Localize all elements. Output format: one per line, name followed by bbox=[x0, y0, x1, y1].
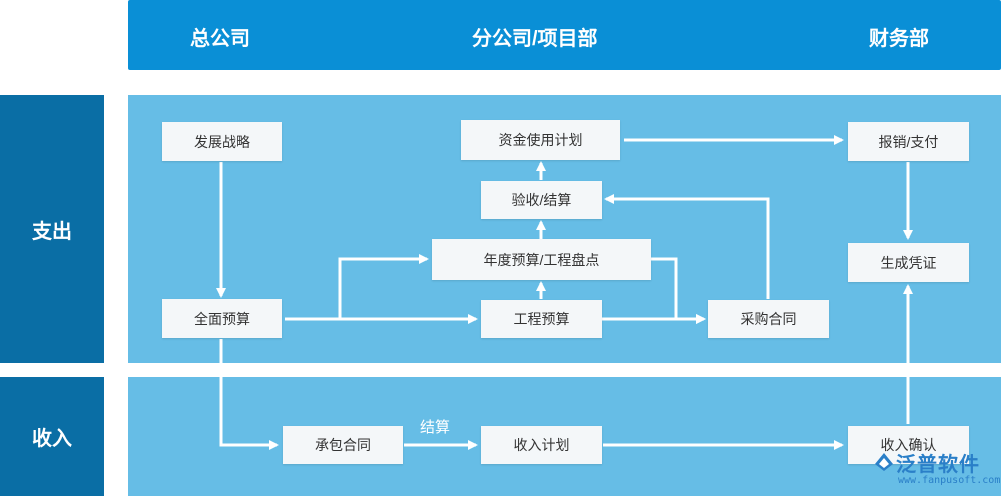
logo-url: www.fanpusoft.com bbox=[898, 475, 1001, 486]
node-reimburse-pay: 报销/支付 bbox=[848, 122, 969, 161]
node-purchase-contract: 采购合同 bbox=[708, 300, 829, 338]
lane-label-income: 收入 bbox=[0, 377, 104, 496]
node-accept-settle: 验收/结算 bbox=[481, 181, 602, 219]
arrow-budget-to-annual bbox=[338, 254, 429, 319]
edge-label-settle: 结算 bbox=[420, 419, 451, 436]
arrow-annual-to-purchase bbox=[651, 257, 706, 324]
node-voucher: 生成凭证 bbox=[848, 243, 969, 282]
brand-logo: 泛普软件 www.fanpusoft.com bbox=[872, 448, 1001, 492]
node-project-budget: 工程预算 bbox=[481, 300, 602, 338]
header-branch: 分公司/项目部 bbox=[472, 28, 598, 50]
logo-icon bbox=[875, 453, 893, 471]
logo-name: 泛普软件 bbox=[896, 454, 980, 476]
node-annual-budget: 年度预算/工程盘点 bbox=[432, 239, 651, 280]
node-dev-strategy: 发展战略 bbox=[162, 122, 282, 161]
header-band bbox=[128, 0, 1001, 70]
node-fund-plan: 资金使用计划 bbox=[461, 120, 620, 160]
node-income-plan: 收入计划 bbox=[481, 426, 602, 464]
lane-label-expense: 支出 bbox=[0, 95, 104, 363]
node-full-budget: 全面预算 bbox=[162, 299, 282, 338]
node-subcontract: 承包合同 bbox=[283, 426, 403, 464]
arrow-purchase-to-accept bbox=[604, 194, 770, 299]
header-hq: 总公司 bbox=[190, 28, 250, 50]
header-finance: 财务部 bbox=[869, 28, 929, 50]
arrow-budget-to-subcontract bbox=[219, 339, 279, 450]
node-income-confirm: 收入确认 bbox=[848, 426, 969, 464]
